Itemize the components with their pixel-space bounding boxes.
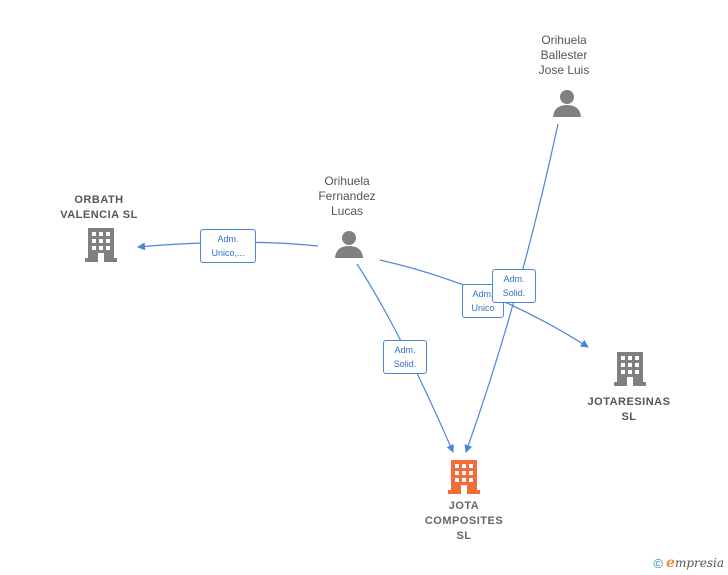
edge-label-text: Adm. Unico <box>471 289 495 313</box>
company-name-jotaresinas: JOTARESINAS SL <box>587 396 671 423</box>
edge-label-fernandez-jota[interactable]: Adm. Solid. <box>383 340 427 374</box>
copyright-symbol: © <box>653 555 664 571</box>
logo-text: mpresia <box>674 556 724 570</box>
edge-label-fernandez-orbath[interactable]: Adm. Unico,... <box>200 229 256 263</box>
person-name-orihuela-fernandez: Orihuela Fernandez Lucas <box>318 174 376 218</box>
empresia-logo: empresia <box>666 555 724 571</box>
person-name-orihuela-ballester: Orihuela Ballester Jose Luis <box>538 33 590 77</box>
empresia-watermark: © empresia <box>653 555 724 571</box>
edge-label-text: Adm. Solid. <box>502 274 526 298</box>
logo-initial: e <box>666 555 675 571</box>
building-icon[interactable] <box>85 228 117 262</box>
edge-label-ballester-jota[interactable]: Adm. Solid. <box>492 269 536 303</box>
person-icon[interactable] <box>552 88 582 118</box>
company-name-orbath: ORBATH VALENCIA SL <box>60 194 138 221</box>
building-focus-icon[interactable] <box>448 460 480 494</box>
person-icon[interactable] <box>334 229 364 259</box>
edge-label-text: Adm. Solid. <box>393 345 417 369</box>
building-icon[interactable] <box>614 352 646 386</box>
edge-label-text: Adm. Unico,... <box>211 234 245 258</box>
company-name-jota-composites: JOTA COMPOSITES SL <box>424 500 504 542</box>
